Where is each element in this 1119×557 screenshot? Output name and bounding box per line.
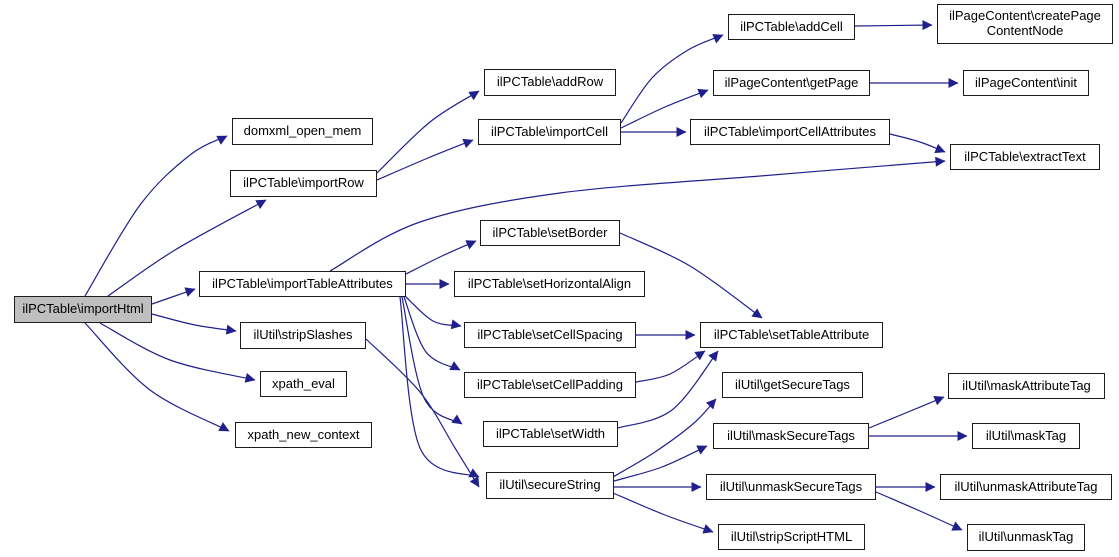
edge-set-width-to-set-table-attribute — [617, 350, 719, 429]
graph-node-label: ilUtil\stripScriptHTML — [730, 528, 853, 544]
graph-node-label: ilPCTable\importHtml — [22, 301, 144, 317]
graph-node-xpath-eval[interactable]: xpath_eval — [260, 371, 347, 397]
graph-node-set-cell-padding[interactable]: ilPCTable\setCellPadding — [464, 372, 636, 398]
edge-set-cell-padding-to-set-table-attribute — [635, 350, 706, 383]
graph-node-set-table-attribute[interactable]: ilPCTable\setTableAttribute — [700, 322, 883, 348]
graph-node-label: ilPCTable\importRow — [243, 175, 364, 191]
graph-node-label: ilUtil\unmaskAttributeTag — [954, 478, 1098, 494]
graph-node-strip-script-html[interactable]: ilUtil\stripScriptHTML — [718, 524, 865, 550]
graph-node-label: ilUtil\maskSecureTags — [727, 427, 855, 443]
graph-node-import-cell[interactable]: ilPCTable\importCell — [478, 119, 621, 145]
graph-node-label: ilPCTable\setCellSpacing — [477, 326, 623, 342]
edge-import-table-attributes-to-set-cell-spacing — [404, 295, 462, 330]
graph-node-label: ilPCTable\setWidth — [495, 425, 606, 441]
graph-node-label: ilPCTable\importCell — [490, 123, 609, 139]
graph-node-strip-slashes[interactable]: ilUtil\stripSlashes — [240, 322, 366, 349]
graph-node-label: ilPCTable\setCellPadding — [477, 376, 623, 392]
edge-mask-secure-tags-to-mask-attribute-tag — [868, 396, 945, 429]
graph-node-add-row[interactable]: ilPCTable\addRow — [484, 69, 616, 96]
graph-node-label: domxml_open_mem — [243, 123, 362, 139]
graph-node-label: xpath_new_context — [247, 426, 360, 442]
graph-node-label: ilUtil\maskTag — [985, 427, 1067, 443]
edge-set-border-to-set-table-attribute — [619, 232, 763, 319]
graph-node-label: ilPCTable\extractText — [964, 148, 1086, 164]
edge-import-html-to-strip-slashes — [151, 313, 237, 335]
graph-node-page-content-init[interactable]: ilPageContent\init — [963, 70, 1089, 96]
graph-node-add-cell[interactable]: ilPCTable\addCell — [728, 14, 855, 40]
graph-node-import-cell-attributes[interactable]: ilPCTable\importCellAttributes — [690, 119, 890, 145]
graph-node-label: ContentNode — [986, 23, 1064, 38]
edge-import-html-to-xpath-new-context — [84, 322, 230, 432]
graph-node-secure-string[interactable]: ilUtil\secureString — [486, 472, 614, 499]
graph-node-set-cell-spacing[interactable]: ilPCTable\setCellSpacing — [464, 322, 636, 348]
graph-node-label: ilPCTable\addRow — [496, 74, 604, 90]
graph-node-mask-secure-tags[interactable]: ilUtil\maskSecureTags — [713, 423, 869, 449]
edge-import-html-to-xpath-eval — [99, 322, 256, 383]
edge-import-row-to-import-cell — [376, 138, 474, 181]
graph-node-label: ilPCTable\importTableAttributes — [212, 275, 393, 291]
edge-strip-slashes-to-secure-string — [365, 338, 480, 488]
graph-node-label: ilPageContent\getPage — [724, 74, 859, 90]
graph-node-label: ilUtil\stripSlashes — [253, 327, 353, 343]
graph-node-label: ilPCTable\setBorder — [492, 224, 608, 240]
edge-import-html-to-import-table-attributes — [151, 287, 196, 305]
graph-node-label: xpath_eval — [272, 375, 335, 391]
graph-node-mask-tag[interactable]: ilUtil\maskTag — [972, 423, 1080, 449]
edge-import-row-to-add-row — [376, 90, 480, 174]
graph-node-set-horizontal-align[interactable]: ilPCTable\setHorizontalAlign — [454, 271, 645, 297]
graph-node-label: ilUtil\unmaskTag — [978, 529, 1074, 545]
edge-import-cell-to-add-cell — [620, 34, 724, 124]
graph-node-import-table-attributes[interactable]: ilPCTable\importTableAttributes — [199, 271, 406, 297]
graph-node-label: ilUtil\secureString — [499, 477, 601, 493]
graph-node-unmask-attribute-tag[interactable]: ilUtil\unmaskAttributeTag — [940, 474, 1112, 500]
edge-secure-string-to-get-secure-tags — [612, 398, 717, 478]
graph-node-label: ilPageContent\createPage — [949, 8, 1101, 24]
graph-node-get-secure-tags[interactable]: ilUtil\getSecureTags — [722, 372, 863, 398]
graph-node-unmask-tag[interactable]: ilUtil\unmaskTag — [967, 524, 1085, 551]
edge-import-table-attributes-to-set-border — [405, 240, 477, 275]
graph-node-import-row[interactable]: ilPCTable\importRow — [230, 170, 377, 197]
graph-node-label: ilPageContent\init — [975, 74, 1077, 90]
edge-add-cell-to-create-page-content-node — [854, 20, 933, 31]
graph-node-label: ilUtil\maskAttributeTag — [962, 377, 1091, 393]
graph-node-label: ilPCTable\addCell — [740, 18, 843, 34]
graph-node-label: ilUtil\getSecureTags — [735, 376, 850, 392]
edge-import-html-to-domxml-open-mem — [84, 135, 228, 297]
graph-node-mask-attribute-tag[interactable]: ilUtil\maskAttributeTag — [948, 373, 1105, 399]
graph-node-unmask-secure-tags[interactable]: ilUtil\unmaskSecureTags — [706, 474, 876, 500]
edge-import-cell-to-get-page — [620, 88, 709, 129]
edge-import-table-attributes-to-extract-text — [329, 156, 946, 272]
edge-import-cell-attributes-to-extract-text — [889, 133, 946, 154]
graph-node-import-html[interactable]: ilPCTable\importHtml — [14, 296, 152, 323]
edge-import-html-to-import-row — [107, 199, 267, 297]
graph-node-label: ilPCTable\setTableAttribute — [713, 326, 870, 342]
edge-secure-string-to-strip-script-html — [612, 492, 714, 534]
edge-import-table-attributes-to-set-cell-padding — [403, 296, 461, 371]
graph-node-set-border[interactable]: ilPCTable\setBorder — [480, 220, 620, 246]
graph-node-extract-text[interactable]: ilPCTable\extractText — [950, 144, 1100, 170]
graph-node-label: ilPCTable\setHorizontalAlign — [467, 275, 632, 291]
graph-node-label: ilUtil\unmaskSecureTags — [719, 478, 863, 494]
graph-node-xpath-new-context[interactable]: xpath_new_context — [235, 422, 372, 448]
graph-node-label: ilPCTable\importCellAttributes — [704, 123, 876, 139]
graph-node-get-page[interactable]: ilPageContent\getPage — [713, 70, 870, 96]
graph-node-domxml-open-mem[interactable]: domxml_open_mem — [232, 118, 373, 145]
graph-node-set-width[interactable]: ilPCTable\setWidth — [483, 421, 618, 447]
edge-secure-string-to-mask-secure-tags — [613, 445, 708, 482]
edge-import-table-attributes-to-secure-string — [399, 296, 480, 478]
edge-unmask-secure-tags-to-unmask-tag — [875, 491, 963, 531]
